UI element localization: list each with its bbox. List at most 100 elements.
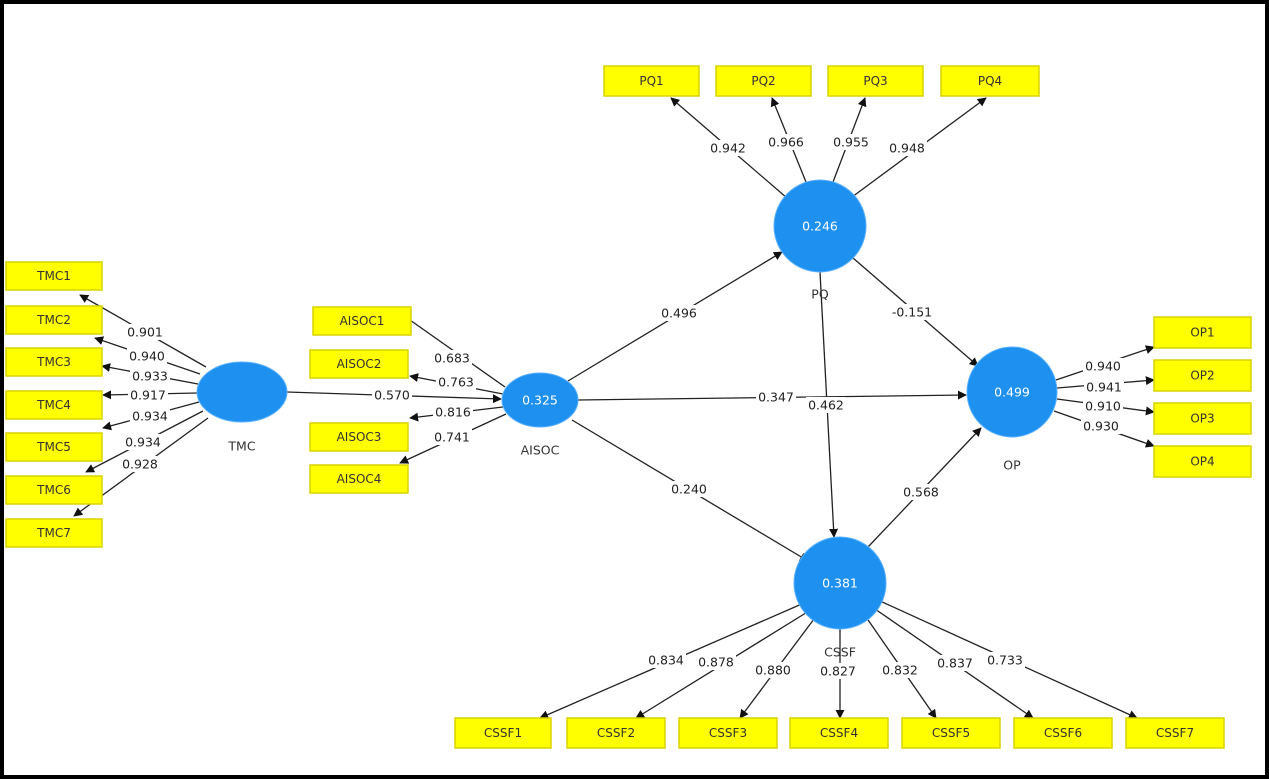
coefficient-text: 0.837: [937, 656, 973, 671]
indicator-label: CSSF3: [709, 726, 747, 740]
loading-cssf5-label: 0.832: [880, 662, 920, 678]
latent-ellipse[interactable]: [196, 361, 288, 423]
indicator-cssf7[interactable]: CSSF7: [1125, 717, 1225, 749]
coefficient-text: 0.941: [1086, 380, 1122, 395]
indicator-pq4[interactable]: PQ4: [940, 65, 1040, 97]
loading-pq3-label: 0.955: [831, 134, 871, 150]
indicator-label: AISOC4: [337, 472, 382, 486]
latent-name: CSSF: [824, 645, 856, 660]
loading-pq1-label: 0.942: [708, 140, 748, 156]
indicator-tmc4[interactable]: TMC4: [5, 390, 103, 420]
indicator-op2[interactable]: OP2: [1153, 359, 1252, 392]
loading-op2-label: 0.941: [1084, 379, 1124, 395]
loading-tmc5-label: 0.934: [130, 408, 170, 424]
coefficient-text: 0.942: [710, 141, 746, 156]
latent-tmc[interactable]: TMC: [196, 361, 288, 454]
loading-tmc1-label: 0.901: [125, 324, 165, 340]
indicator-cssf1[interactable]: CSSF1: [454, 717, 552, 749]
loading-cssf3-label: 0.880: [753, 662, 793, 678]
coefficient-text: 0.928: [122, 457, 158, 472]
indicator-label: TMC5: [36, 440, 71, 454]
indicator-label: PQ2: [751, 74, 775, 88]
indicator-cssf6[interactable]: CSSF6: [1013, 717, 1113, 749]
indicator-aisoc2[interactable]: AISOC2: [309, 349, 409, 379]
indicator-label: PQ3: [863, 74, 887, 88]
loading-tmc6-label: 0.934: [123, 434, 163, 450]
latent-ellipse[interactable]: [793, 536, 887, 630]
indicator-tmc7[interactable]: TMC7: [5, 518, 103, 548]
coefficient-text: 0.910: [1085, 399, 1121, 414]
indicator-tmc1[interactable]: TMC1: [5, 261, 103, 291]
loading-cssf6-label: 0.837: [935, 655, 975, 671]
coefficient-text: 0.880: [755, 663, 791, 678]
indicator-label: AISOC3: [337, 430, 382, 444]
indicator-aisoc3[interactable]: AISOC3: [309, 422, 409, 452]
coefficient-text: 0.462: [808, 398, 844, 413]
indicator-cssf3[interactable]: CSSF3: [678, 717, 778, 749]
coefficient-text: 0.940: [129, 349, 165, 364]
path-pq-cssf-label: 0.462: [806, 397, 846, 413]
latent-name: PQ: [811, 287, 829, 302]
latent-name: TMC: [227, 439, 255, 454]
coefficient-text: -0.151: [892, 305, 932, 320]
latent-name: OP: [1003, 458, 1021, 473]
indicator-label: TMC7: [36, 526, 71, 540]
path-aisoc-pq-label: 0.496: [659, 305, 699, 321]
coefficient-text: 0.832: [882, 663, 918, 678]
indicator-cssf5[interactable]: CSSF5: [901, 717, 1001, 749]
coefficient-text: 0.933: [132, 369, 168, 384]
indicator-tmc6[interactable]: TMC6: [5, 475, 103, 505]
indicator-label: CSSF1: [484, 726, 522, 740]
indicator-pq3[interactable]: PQ3: [827, 65, 924, 97]
coefficient-text: 0.934: [125, 435, 161, 450]
indicator-label: AISOC2: [337, 357, 382, 371]
coefficient-text: 0.948: [889, 141, 925, 156]
indicator-label: TMC1: [36, 269, 71, 283]
loading-op4-label: 0.930: [1081, 418, 1121, 434]
indicator-label: AISOC1: [340, 314, 385, 328]
indicator-tmc5[interactable]: TMC5: [5, 432, 103, 462]
loading-aisoc3-label: 0.816: [433, 404, 473, 420]
indicator-pq2[interactable]: PQ2: [715, 65, 812, 97]
indicator-op3[interactable]: OP3: [1153, 402, 1252, 435]
indicator-cssf4[interactable]: CSSF4: [789, 717, 889, 749]
latent-ellipse[interactable]: [773, 179, 867, 273]
loading-pq4-label: 0.948: [887, 140, 927, 156]
loading-tmc3-label: 0.933: [130, 368, 170, 384]
indicator-op1[interactable]: OP1: [1153, 316, 1252, 349]
coefficient-text: 0.940: [1085, 359, 1121, 374]
indicator-tmc2[interactable]: TMC2: [5, 305, 103, 335]
indicator-cssf2[interactable]: CSSF2: [566, 717, 666, 749]
latent-ellipse[interactable]: [501, 372, 579, 428]
indicator-pq1[interactable]: PQ1: [603, 65, 700, 97]
indicator-label: OP1: [1190, 326, 1214, 340]
loading-cssf4-label: 0.827: [818, 663, 858, 679]
coefficient-text: 0.568: [903, 485, 939, 500]
indicator-label: PQ1: [639, 74, 663, 88]
indicator-tmc3[interactable]: TMC3: [5, 347, 103, 377]
r-squared-text: 0.325: [522, 393, 558, 408]
r-squared-text: 0.246: [802, 219, 838, 234]
indicator-label: OP2: [1190, 369, 1214, 383]
loading-aisoc2-label: 0.763: [436, 374, 476, 390]
coefficient-text: 0.733: [987, 653, 1023, 668]
coefficient-text: 0.240: [671, 482, 707, 497]
indicator-aisoc1[interactable]: AISOC1: [312, 306, 412, 336]
coefficient-text: 0.901: [127, 325, 163, 340]
indicator-op4[interactable]: OP4: [1153, 445, 1252, 478]
indicator-label: OP3: [1190, 412, 1214, 426]
latent-ellipse[interactable]: [966, 346, 1058, 438]
coefficient-text: 0.930: [1083, 419, 1119, 434]
coefficient-text: 0.955: [833, 135, 869, 150]
indicator-label: TMC6: [36, 483, 71, 497]
indicator-label: CSSF6: [1044, 726, 1082, 740]
indicator-label: CSSF7: [1156, 726, 1194, 740]
indicator-label: TMC2: [36, 313, 71, 327]
coefficient-text: 0.741: [434, 430, 470, 445]
path-tmc-aisoc-label: 0.570: [372, 387, 412, 403]
indicator-aisoc4[interactable]: AISOC4: [309, 464, 409, 494]
